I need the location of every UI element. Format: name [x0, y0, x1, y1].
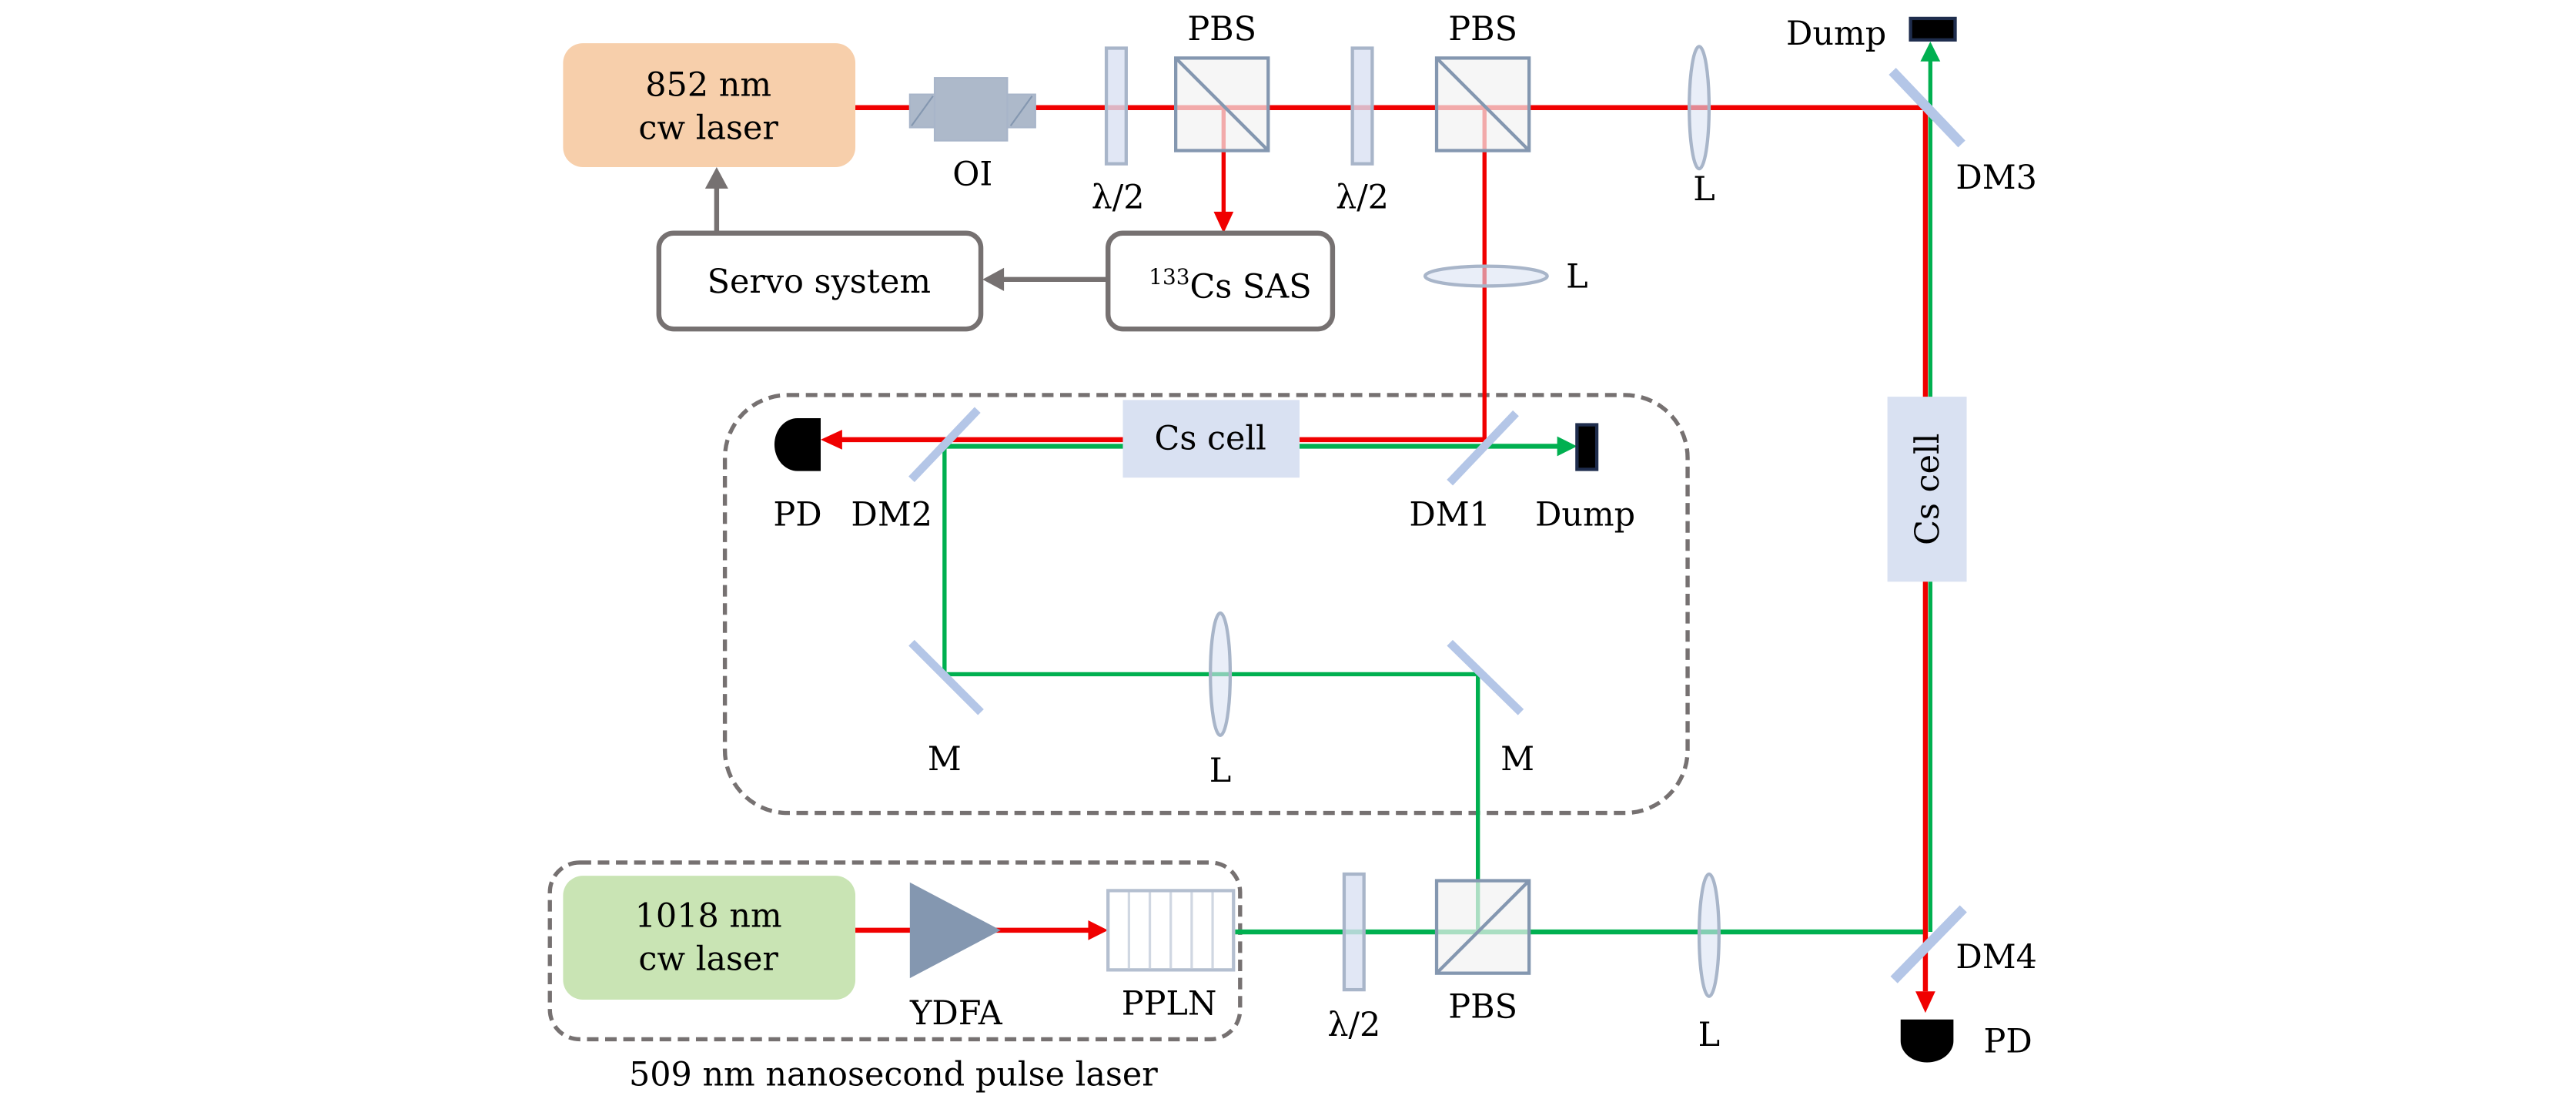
red-arrowhead-pd-bottom	[1915, 991, 1935, 1014]
dm2-label: DM2	[851, 495, 932, 534]
ppln-label: PPLN	[1122, 984, 1217, 1023]
cs-sas-box: 133Cs SAS	[1105, 230, 1336, 332]
servo-system-box: Servo system	[656, 230, 984, 332]
laser-1018: 1018 nm cw laser	[563, 876, 856, 1000]
dump-mid-label: Dump	[1535, 495, 1635, 534]
dm1-label: DM1	[1409, 495, 1490, 534]
half-wave-plate-1-icon	[1104, 46, 1128, 166]
green-arrowhead-dump-top	[1920, 41, 1941, 62]
lens-loop-icon	[1209, 611, 1233, 737]
lens-bottom-label: L	[1698, 1016, 1720, 1054]
dm4-label: DM4	[1955, 938, 2037, 977]
sas-to-servo-arrowhead	[982, 267, 1005, 291]
interaction-region-dashed-box	[722, 393, 1690, 816]
mirror-left-label: M	[928, 740, 962, 779]
ydfa-label: YDFA	[909, 994, 1003, 1033]
laser-1018-line2: cw laser	[638, 940, 778, 978]
cs-cell-right-icon	[1887, 397, 1967, 582]
photodetector-bottom-icon	[1900, 1019, 1954, 1063]
lens-top-icon	[1688, 45, 1711, 171]
laser-852: 852 nm cw laser	[563, 43, 856, 167]
half-wave-plate-2-icon	[1350, 46, 1374, 166]
ppln-crystal-icon	[1106, 889, 1236, 972]
pbs-3-icon	[1434, 879, 1531, 975]
lens-mid-icon	[1423, 264, 1549, 288]
lens-mid-label: L	[1566, 258, 1587, 297]
ydfa-amplifier-icon	[909, 882, 1001, 979]
beam-dump-top-icon	[1909, 16, 1957, 42]
pbs-3-label: PBS	[1448, 988, 1517, 1027]
dump-top-label: Dump	[1786, 15, 1886, 53]
cs-cell-mid-icon	[1122, 400, 1300, 478]
cs-sas-label: 133Cs SAS	[1149, 264, 1311, 306]
lens-bottom-icon	[1697, 872, 1721, 998]
half-wave-plate-3-icon	[1342, 872, 1366, 992]
pbs-1-label: PBS	[1187, 10, 1256, 49]
lens-loop-label: L	[1209, 752, 1231, 790]
half-wave-plate-3-label: λ/2	[1327, 1006, 1380, 1044]
pbs-1-icon	[1174, 56, 1270, 152]
green-arrowhead-dump	[1557, 436, 1577, 457]
mirror-right-icon	[1447, 639, 1524, 715]
dm4-mirror-icon	[1890, 905, 1967, 983]
laser-852-line2: cw laser	[638, 109, 778, 147]
pbs-2-icon	[1434, 56, 1531, 152]
half-wave-plate-2-label: λ/2	[1336, 179, 1389, 217]
pulse-laser-dashed-box	[547, 860, 1243, 1042]
cs-cell-mid-label: Cs cell	[1155, 420, 1266, 458]
half-wave-plate-1-label: λ/2	[1092, 179, 1145, 217]
red-arrowhead-sas	[1213, 211, 1234, 233]
mirror-right-label: M	[1500, 740, 1534, 779]
dm3-label: DM3	[1955, 159, 2037, 197]
cs-sas-isotope: 133	[1149, 264, 1189, 290]
optical-isolator-icon	[908, 77, 1036, 142]
beam-dump-mid-icon	[1575, 423, 1599, 471]
pbs-2-label: PBS	[1448, 10, 1517, 49]
dm3-mirror-icon	[1889, 68, 1965, 148]
red-arrowhead-ppln	[1088, 920, 1109, 940]
laser-852-line1: 852 nm	[645, 66, 771, 105]
cs-cell-right-label: Cs cell	[1909, 434, 1947, 545]
red-arrowhead-pd	[821, 429, 842, 450]
laser-1018-line1: 1018 nm	[635, 897, 782, 936]
servo-to-laser-arrowhead	[704, 166, 728, 189]
cs-sas-text: Cs SAS	[1189, 267, 1311, 306]
servo-system-label: Servo system	[708, 263, 931, 301]
pd-bottom-label: PD	[1984, 1023, 2032, 1061]
dm1-mirror-icon	[1447, 410, 1519, 486]
oi-label: OI	[952, 156, 992, 194]
photodetector-left-icon	[774, 417, 821, 471]
lens-top-label: L	[1693, 170, 1715, 209]
mirror-left-icon	[908, 639, 984, 715]
pd-left-label: PD	[773, 495, 821, 534]
pulse-laser-caption: 509 nm nanosecond pulse laser	[629, 1056, 1158, 1094]
dm2-mirror-icon	[908, 407, 981, 483]
